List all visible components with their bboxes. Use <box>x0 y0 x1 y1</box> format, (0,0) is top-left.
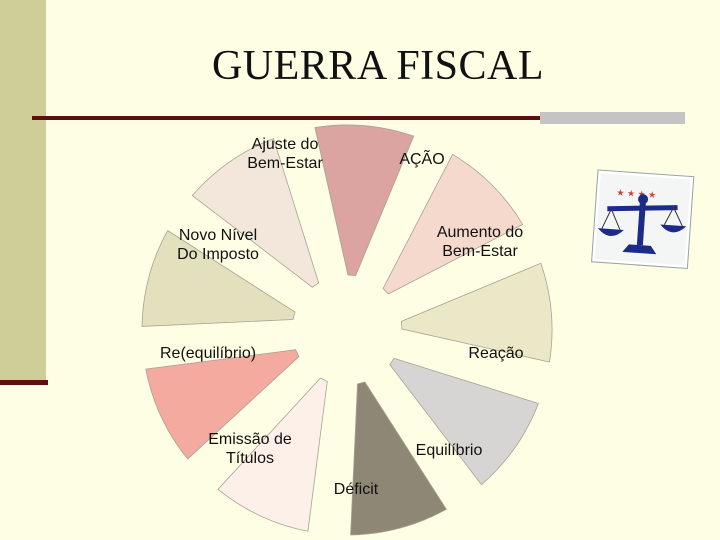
wedge-reacao <box>400 262 553 363</box>
label-ajuste-bem-estar: Ajuste do Bem-Estar <box>247 136 323 172</box>
left-accent-rule <box>0 380 48 385</box>
label-requilibrio: Re(equilíbrio) <box>160 345 257 362</box>
label-reacao: Reação <box>468 345 524 362</box>
wedge-requilibrio <box>145 349 300 460</box>
label-emissao-titulos: Emissão de Títulos <box>208 431 292 467</box>
wedge-novo <box>141 230 296 327</box>
wedge-aumento <box>382 153 524 295</box>
label-deficit: Déficit <box>333 481 379 498</box>
title-rule <box>32 116 540 120</box>
wedge-equilibrio <box>389 357 539 486</box>
wedge-deficit <box>350 381 447 536</box>
wedge-acao <box>314 124 415 277</box>
label-novo-nivel-imposto: Novo Nível Do Imposto <box>177 227 259 263</box>
scales-of-justice-icon: ★ ★ ★ ★ <box>591 169 695 270</box>
title-rule-accent <box>540 112 685 124</box>
wedge-emissao <box>217 377 328 532</box>
label-acao: AÇÃO <box>399 151 445 168</box>
left-accent-bar <box>0 0 46 385</box>
label-aumento-bem-estar: Aumento do Bem-Estar <box>436 224 524 260</box>
label-equilibrio: Equilíbrio <box>415 442 483 459</box>
wedge-ajuste <box>191 138 320 288</box>
slide-title: GUERRA FISCAL <box>211 43 545 89</box>
